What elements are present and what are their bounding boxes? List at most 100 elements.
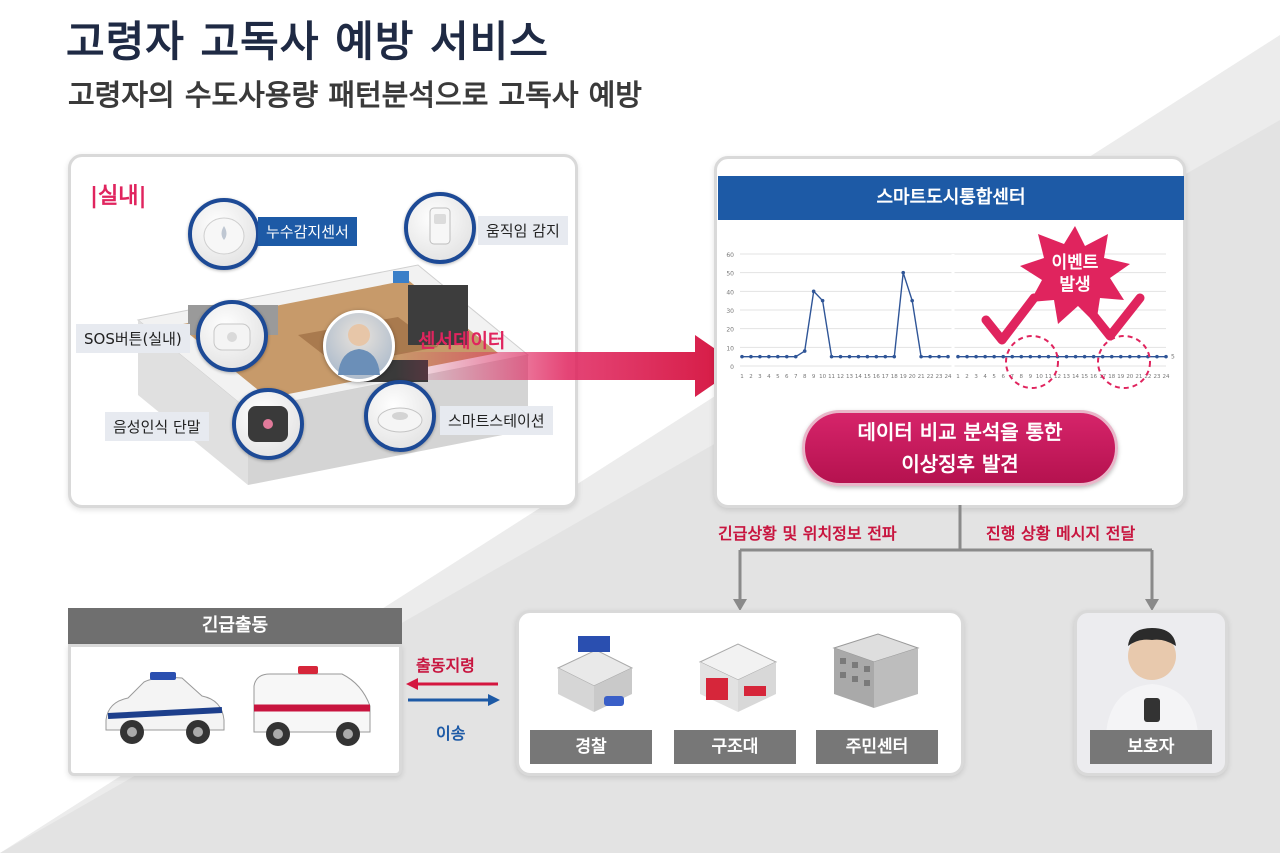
center-title: 스마트도시통합센터	[718, 176, 1184, 220]
chart-point	[1100, 354, 1105, 359]
chart-point	[802, 349, 807, 353]
event-label-line2: 발생	[1059, 275, 1091, 295]
chart-y-tick-label: 30	[726, 308, 734, 315]
chart-point	[974, 354, 978, 359]
page-title: 고령자 고독사 예방 서비스	[66, 17, 549, 66]
chart-point	[946, 354, 950, 359]
indoor-label: |실내|	[90, 184, 147, 209]
sensor-data-arrow-icon	[395, 335, 740, 397]
chart-x-tick-label: 18	[1108, 374, 1115, 380]
chart-y-tick-label: 60	[726, 252, 734, 259]
chart-x-tick-label: 21	[1135, 374, 1142, 380]
chart-point	[1010, 354, 1015, 359]
sos-button-icon	[213, 323, 251, 351]
dashed-circle-icon	[1005, 335, 1059, 389]
agency-rescue: 구조대	[674, 730, 796, 764]
chart-y-tick-label: 20	[726, 327, 734, 334]
emergency-broadcast-label: 긴급상황 및 위치정보 전파	[718, 524, 897, 543]
chart-point	[749, 354, 753, 359]
chart-point	[919, 354, 923, 359]
event-label: 이벤트 발생	[1030, 252, 1120, 296]
chart-x-tick-label: 23	[1153, 374, 1160, 380]
chart-x-tick-label: 9	[1029, 374, 1033, 380]
chart-point	[767, 354, 771, 359]
chart-point	[874, 354, 879, 359]
chart-x-tick-label: 11	[1045, 374, 1052, 380]
chart-point	[992, 354, 996, 359]
chart-x-tick-label: 13	[1063, 374, 1070, 380]
chart-x-tick-label: 7	[794, 374, 798, 380]
chart-point	[928, 354, 932, 359]
checkmark-icon	[1089, 293, 1145, 341]
chart-point	[784, 354, 789, 359]
analysis-line1: 데이터 비교 분석을 통한	[857, 420, 1063, 444]
chart-y-tick-label: 40	[726, 289, 734, 296]
chart-x-tick-label: 4	[767, 374, 771, 380]
elderly-man-avatar	[323, 310, 395, 382]
police-car-icon	[105, 672, 225, 744]
event-burst-icon	[1020, 226, 1130, 324]
chart-x-tick-label: 15	[1081, 374, 1088, 380]
chart-x-tick-label: 9	[812, 374, 816, 380]
chart-y-tick-label: 10	[726, 345, 734, 352]
chart-x-tick-label: 10	[1036, 374, 1043, 380]
chart-point	[1001, 354, 1006, 359]
emergency-dispatch-title: 긴급출동	[68, 608, 402, 644]
dispatch-arrows	[406, 678, 500, 706]
chart-x-tick-label: 5	[992, 374, 996, 380]
motion-sensor-icon	[429, 207, 451, 245]
chart-x-tick-label: 3	[974, 374, 978, 380]
chart-x-tick-label: 5	[776, 374, 780, 380]
leak-sensor-label: 누수감지센서	[258, 217, 357, 246]
ambulance-icon	[253, 666, 371, 746]
analysis-pill: 데이터 비교 분석을 통한 이상징후 발견	[802, 410, 1118, 486]
chart-point	[956, 354, 960, 359]
chart-point	[1028, 354, 1033, 359]
page-subtitle: 고령자의 수도사용량 패턴분석으로 고독사 예방	[68, 78, 642, 112]
chart-point	[892, 354, 897, 359]
voice-terminal-icon	[248, 406, 288, 442]
chart-x-tick-label: 6	[785, 374, 789, 380]
anomaly-markers	[981, 293, 1151, 389]
chart-x-tick-label: 11	[828, 374, 835, 380]
police-station-icon	[556, 636, 634, 712]
chart-y-tick-label: 50	[726, 271, 734, 278]
chart-point	[1064, 354, 1069, 359]
chart-x-tick-label: 14	[1072, 374, 1079, 380]
chart-point	[776, 354, 780, 359]
chart-point	[758, 354, 762, 359]
checkmark-icon	[981, 293, 1039, 345]
analysis-line2: 이상징후 발견	[901, 452, 1019, 476]
person-icon	[338, 324, 380, 375]
sensor-data-label: 센서데이터	[418, 330, 506, 352]
chart-series-line-1	[742, 272, 948, 358]
chart-point	[965, 354, 969, 359]
fire-station-icon	[698, 643, 778, 712]
chart-x-tick-label: 8	[1020, 374, 1024, 380]
chart-x-tick-label: 12	[1054, 374, 1061, 380]
chart-point	[1037, 354, 1042, 359]
chart-point	[1164, 354, 1168, 359]
chart-point	[793, 354, 798, 359]
chart-point	[811, 289, 816, 294]
chart-x-tick-label: 20	[1126, 374, 1133, 380]
chart-x-tick-label: 24	[1163, 374, 1170, 380]
chart-x-tick-label: 15	[864, 374, 871, 380]
chart-x-tick-label: 22	[927, 374, 934, 380]
chart-point	[820, 298, 825, 303]
guardian-avatar	[1106, 628, 1198, 734]
motion-sensor-device	[404, 192, 476, 264]
chart-x-tick-label: 19	[900, 374, 907, 380]
chart-x-tick-label: 23	[936, 374, 943, 380]
chart-point	[1155, 354, 1159, 359]
chart-point	[1137, 354, 1141, 359]
leak-sensor-device	[188, 198, 260, 270]
chart-point	[847, 354, 852, 359]
chart-x-tick-label: 2	[749, 374, 753, 380]
chart-x-tick-label: 22	[1144, 374, 1151, 380]
chart-x-tick-label: 1	[740, 374, 744, 380]
chart-point	[937, 354, 941, 359]
chart-point	[856, 354, 861, 359]
dashed-circle-icon	[1097, 335, 1151, 389]
